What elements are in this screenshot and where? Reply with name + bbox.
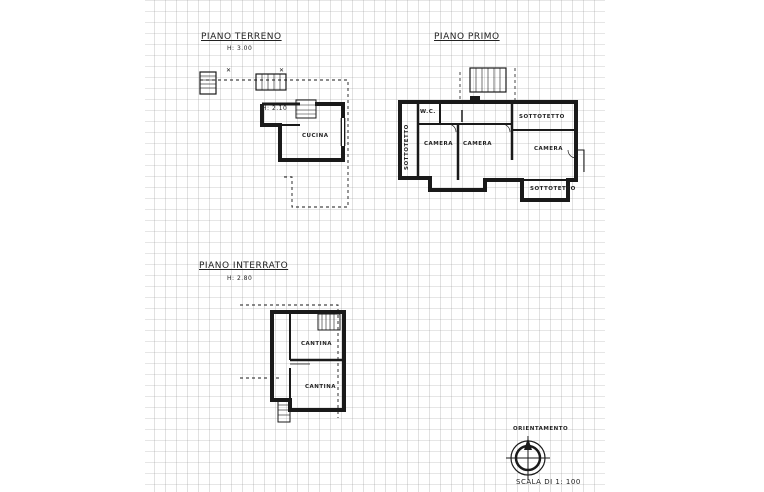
basement-plan [240, 304, 346, 423]
room-camera-2: CAMERA [463, 141, 493, 147]
room-camera-1: CAMERA [424, 141, 454, 147]
north-arrow-icon [506, 436, 550, 480]
ground-stair-height: H: 2.10 [262, 105, 288, 112]
room-sottotetto-bottom: SOTTOTETTO [530, 186, 576, 192]
first-exterior-stair [459, 67, 516, 100]
graph-paper-grid [145, 0, 605, 492]
ground-floor-plan: ✕ ✕ [199, 67, 349, 208]
basement-title: PIANO INTERRATO [199, 261, 289, 271]
ground-floor-title: PIANO TERRENO [201, 32, 282, 42]
basement-height: H: 2.80 [227, 275, 253, 282]
scale-label: SCALA DI 1: 100 [516, 478, 581, 486]
first-floor-plan [398, 67, 585, 202]
svg-text:✕: ✕ [226, 67, 231, 74]
first-floor-title: PIANO PRIMO [434, 32, 500, 42]
room-cantina-2: CANTINA [305, 384, 337, 390]
room-cantina-1: CANTINA [301, 341, 333, 347]
room-wc: W.C. [420, 109, 436, 115]
room-camera-3: CAMERA [534, 146, 564, 152]
ground-exterior-stair [199, 71, 287, 95]
svg-text:✕: ✕ [279, 67, 284, 74]
room-cucina: CUCINA [302, 133, 329, 139]
ground-floor-height: H: 3.00 [227, 45, 253, 52]
room-sottotetto-left: SOTTOTETTO [404, 124, 410, 170]
orientation-label: ORIENTAMENTO [513, 426, 569, 432]
room-sottotetto-top: SOTTOTETTO [519, 114, 565, 120]
